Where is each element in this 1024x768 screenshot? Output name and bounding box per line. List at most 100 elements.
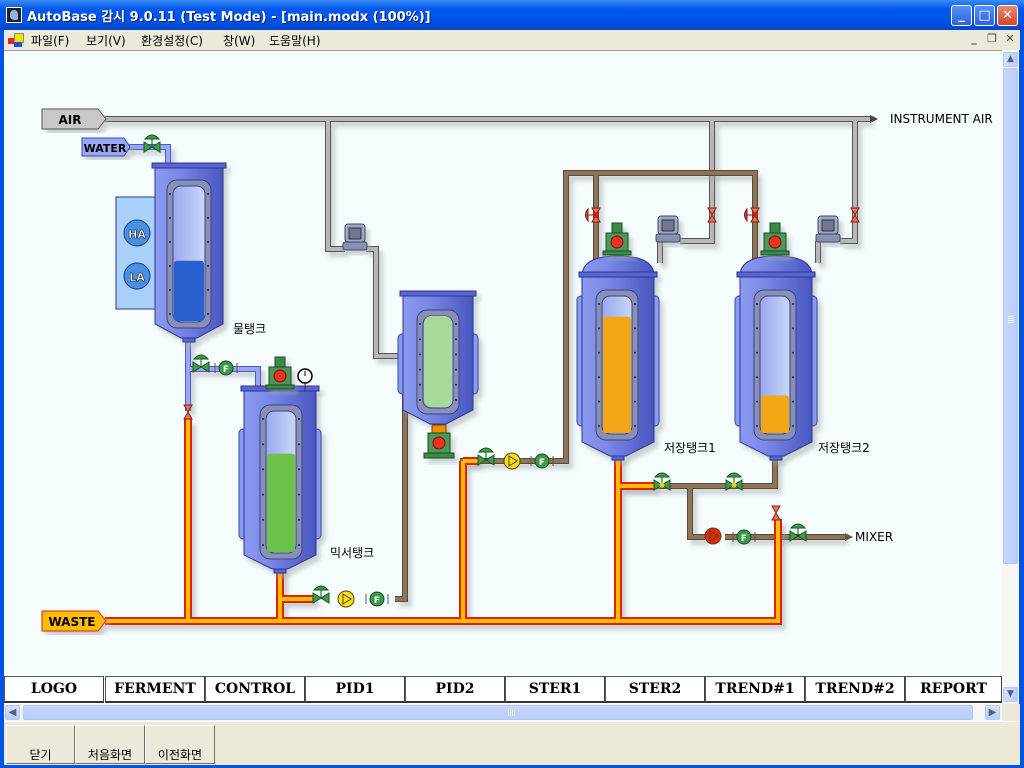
mixer-motor-icon bbox=[265, 356, 295, 390]
bottom-toolbar: 닫기 처음화면 이전화면 bbox=[4, 721, 1020, 765]
tank-flange bbox=[151, 162, 227, 169]
storage1-air-valve-icon bbox=[707, 207, 717, 223]
document-icon[interactable] bbox=[8, 33, 24, 47]
liquid-level bbox=[174, 260, 204, 321]
storage2-air-valve-icon bbox=[850, 207, 860, 223]
scroll-corner bbox=[1002, 704, 1020, 721]
nav-ster2-button[interactable]: STER2 bbox=[605, 676, 705, 703]
water-tank-label: 물탱크 bbox=[233, 322, 266, 336]
tank-flange bbox=[578, 271, 658, 278]
storage2-air-regulator-icon bbox=[815, 215, 841, 243]
storage2-motor-icon bbox=[760, 222, 790, 256]
mdi-minimize-button[interactable]: _ bbox=[971, 32, 977, 45]
maximize-button[interactable]: □ bbox=[974, 5, 995, 26]
nav-trend2-button[interactable]: TREND#2 bbox=[805, 676, 905, 703]
nav-logo-button[interactable]: LOGO bbox=[4, 676, 104, 703]
storage2-drain-valve-icon bbox=[771, 505, 781, 521]
scroll-left-button[interactable]: ◀ bbox=[5, 705, 20, 720]
navigation-bar: LOGO FERMENT CONTROL PID1 PID2 STER1 STE… bbox=[4, 675, 1002, 704]
mdi-restore-button[interactable]: ❐ bbox=[987, 32, 997, 45]
tank-outlet bbox=[769, 455, 783, 461]
mixer-label: MIXER bbox=[855, 530, 893, 544]
storage-tank-2-label: 저장탱크2 bbox=[818, 441, 870, 455]
nav-ferment-button[interactable]: FERMENT bbox=[105, 676, 205, 703]
storage2-vent-valve-icon bbox=[744, 207, 760, 223]
minimize-button[interactable]: _ bbox=[951, 5, 972, 26]
mixer-outlet-valve-icon bbox=[312, 585, 330, 604]
mdi-close-button[interactable]: ✕ bbox=[1005, 32, 1015, 45]
menu-help[interactable]: 도움말(H) bbox=[269, 34, 321, 48]
process-canvas: AIR WATER WASTE INSTRUMENT AIR MIXER HA bbox=[4, 50, 1002, 676]
nav-ster1-button[interactable]: STER1 bbox=[505, 676, 605, 703]
tank-flange bbox=[399, 290, 477, 297]
scroll-up-button[interactable]: ▲ bbox=[1003, 52, 1018, 67]
storage1-motor-icon bbox=[602, 222, 632, 256]
fermenter-flow-meter-icon: F bbox=[530, 453, 554, 469]
water-pipes bbox=[128, 144, 261, 411]
menu-view[interactable]: 보기(V) bbox=[86, 34, 126, 48]
waste-pipes bbox=[105, 419, 782, 625]
nav-pid1-button[interactable]: PID1 bbox=[305, 676, 405, 703]
water-inlet-valve-icon bbox=[143, 134, 161, 153]
flow-meter-label: F bbox=[539, 458, 545, 468]
nav-trend1-button[interactable]: TREND#1 bbox=[705, 676, 805, 703]
transfer-pump-icon bbox=[704, 527, 722, 545]
storage-tank-1-label: 저장탱크1 bbox=[664, 441, 716, 455]
storage-tank-1 bbox=[576, 255, 660, 461]
mixer-feed-valve-icon bbox=[789, 523, 807, 542]
mixer-pump-icon bbox=[337, 590, 355, 608]
vertical-scrollbar[interactable]: ▲ ▼ bbox=[1002, 50, 1019, 704]
liquid-level bbox=[424, 316, 452, 407]
pressure-gauge-icon bbox=[297, 368, 313, 391]
menu-bar: 파일(F) 보기(V) 환경설정(C) 창(W) 도움말(H) _ ❐ ✕ bbox=[4, 30, 1020, 50]
horizontal-scrollbar[interactable]: ◀ ▶ bbox=[4, 704, 1002, 721]
menu-file[interactable]: 파일(F) bbox=[31, 34, 70, 48]
nav-pid2-button[interactable]: PID2 bbox=[405, 676, 505, 703]
previous-screen-button[interactable]: 이전화면 bbox=[145, 725, 215, 764]
tanks-layer bbox=[151, 162, 818, 574]
close-screen-button[interactable]: 닫기 bbox=[6, 725, 75, 764]
tank-outlet bbox=[182, 337, 196, 343]
nav-control-button[interactable]: CONTROL bbox=[205, 676, 305, 703]
title-bar[interactable]: AutoBase 감시 9.0.11 (Test Mode) - [main.m… bbox=[0, 0, 1024, 30]
storage1-air-regulator-icon bbox=[655, 215, 681, 243]
flow-meter-label: F bbox=[374, 596, 380, 606]
liquid-level bbox=[603, 316, 631, 433]
storage2-outlet-valve-icon bbox=[725, 472, 743, 491]
water-tank bbox=[151, 162, 227, 343]
instrument-air-label: INSTRUMENT AIR bbox=[890, 112, 993, 126]
menu-window[interactable]: 창(W) bbox=[223, 34, 256, 48]
scroll-down-button[interactable]: ▼ bbox=[1003, 687, 1018, 702]
home-screen-button[interactable]: 처음화면 bbox=[75, 725, 145, 764]
low-alarm-label: LA bbox=[129, 271, 145, 284]
liquid-level bbox=[761, 395, 789, 433]
water-drain-valve-icon bbox=[183, 404, 193, 420]
water-source-tag: WATER bbox=[81, 137, 131, 157]
process-diagram: AIR WATER WASTE INSTRUMENT AIR MIXER HA bbox=[41, 108, 993, 632]
fermenter-tank bbox=[397, 290, 479, 429]
water-source-label: WATER bbox=[84, 142, 127, 155]
waste-source-label: WASTE bbox=[48, 615, 95, 629]
vertical-scroll-thumb[interactable] bbox=[1003, 68, 1018, 564]
low-alarm-indicator[interactable]: LA bbox=[123, 262, 151, 290]
horizontal-scroll-thumb[interactable] bbox=[23, 705, 973, 720]
app-icon[interactable] bbox=[6, 7, 22, 23]
scroll-right-button[interactable]: ▶ bbox=[985, 705, 1000, 720]
high-alarm-indicator[interactable]: HA bbox=[123, 219, 151, 247]
close-button[interactable]: ✕ bbox=[997, 5, 1018, 26]
storage1-vent-valve-icon bbox=[585, 207, 601, 223]
water-outlet-valve-icon bbox=[192, 354, 210, 373]
alarm-panel: HA LA bbox=[115, 196, 157, 310]
air-source-label: AIR bbox=[59, 113, 82, 127]
arrow-icon bbox=[870, 115, 878, 123]
arrow-icon bbox=[845, 533, 853, 541]
storage-tank-2 bbox=[734, 255, 818, 461]
fermenter-pump-motor-icon bbox=[423, 424, 455, 459]
fermenter-pump-icon bbox=[503, 452, 521, 470]
waste-source-tag: WASTE bbox=[41, 610, 107, 632]
nav-report-button[interactable]: REPORT bbox=[905, 676, 1002, 703]
storage1-outlet-valve-icon bbox=[653, 472, 671, 491]
menu-settings[interactable]: 환경설정(C) bbox=[141, 34, 203, 48]
